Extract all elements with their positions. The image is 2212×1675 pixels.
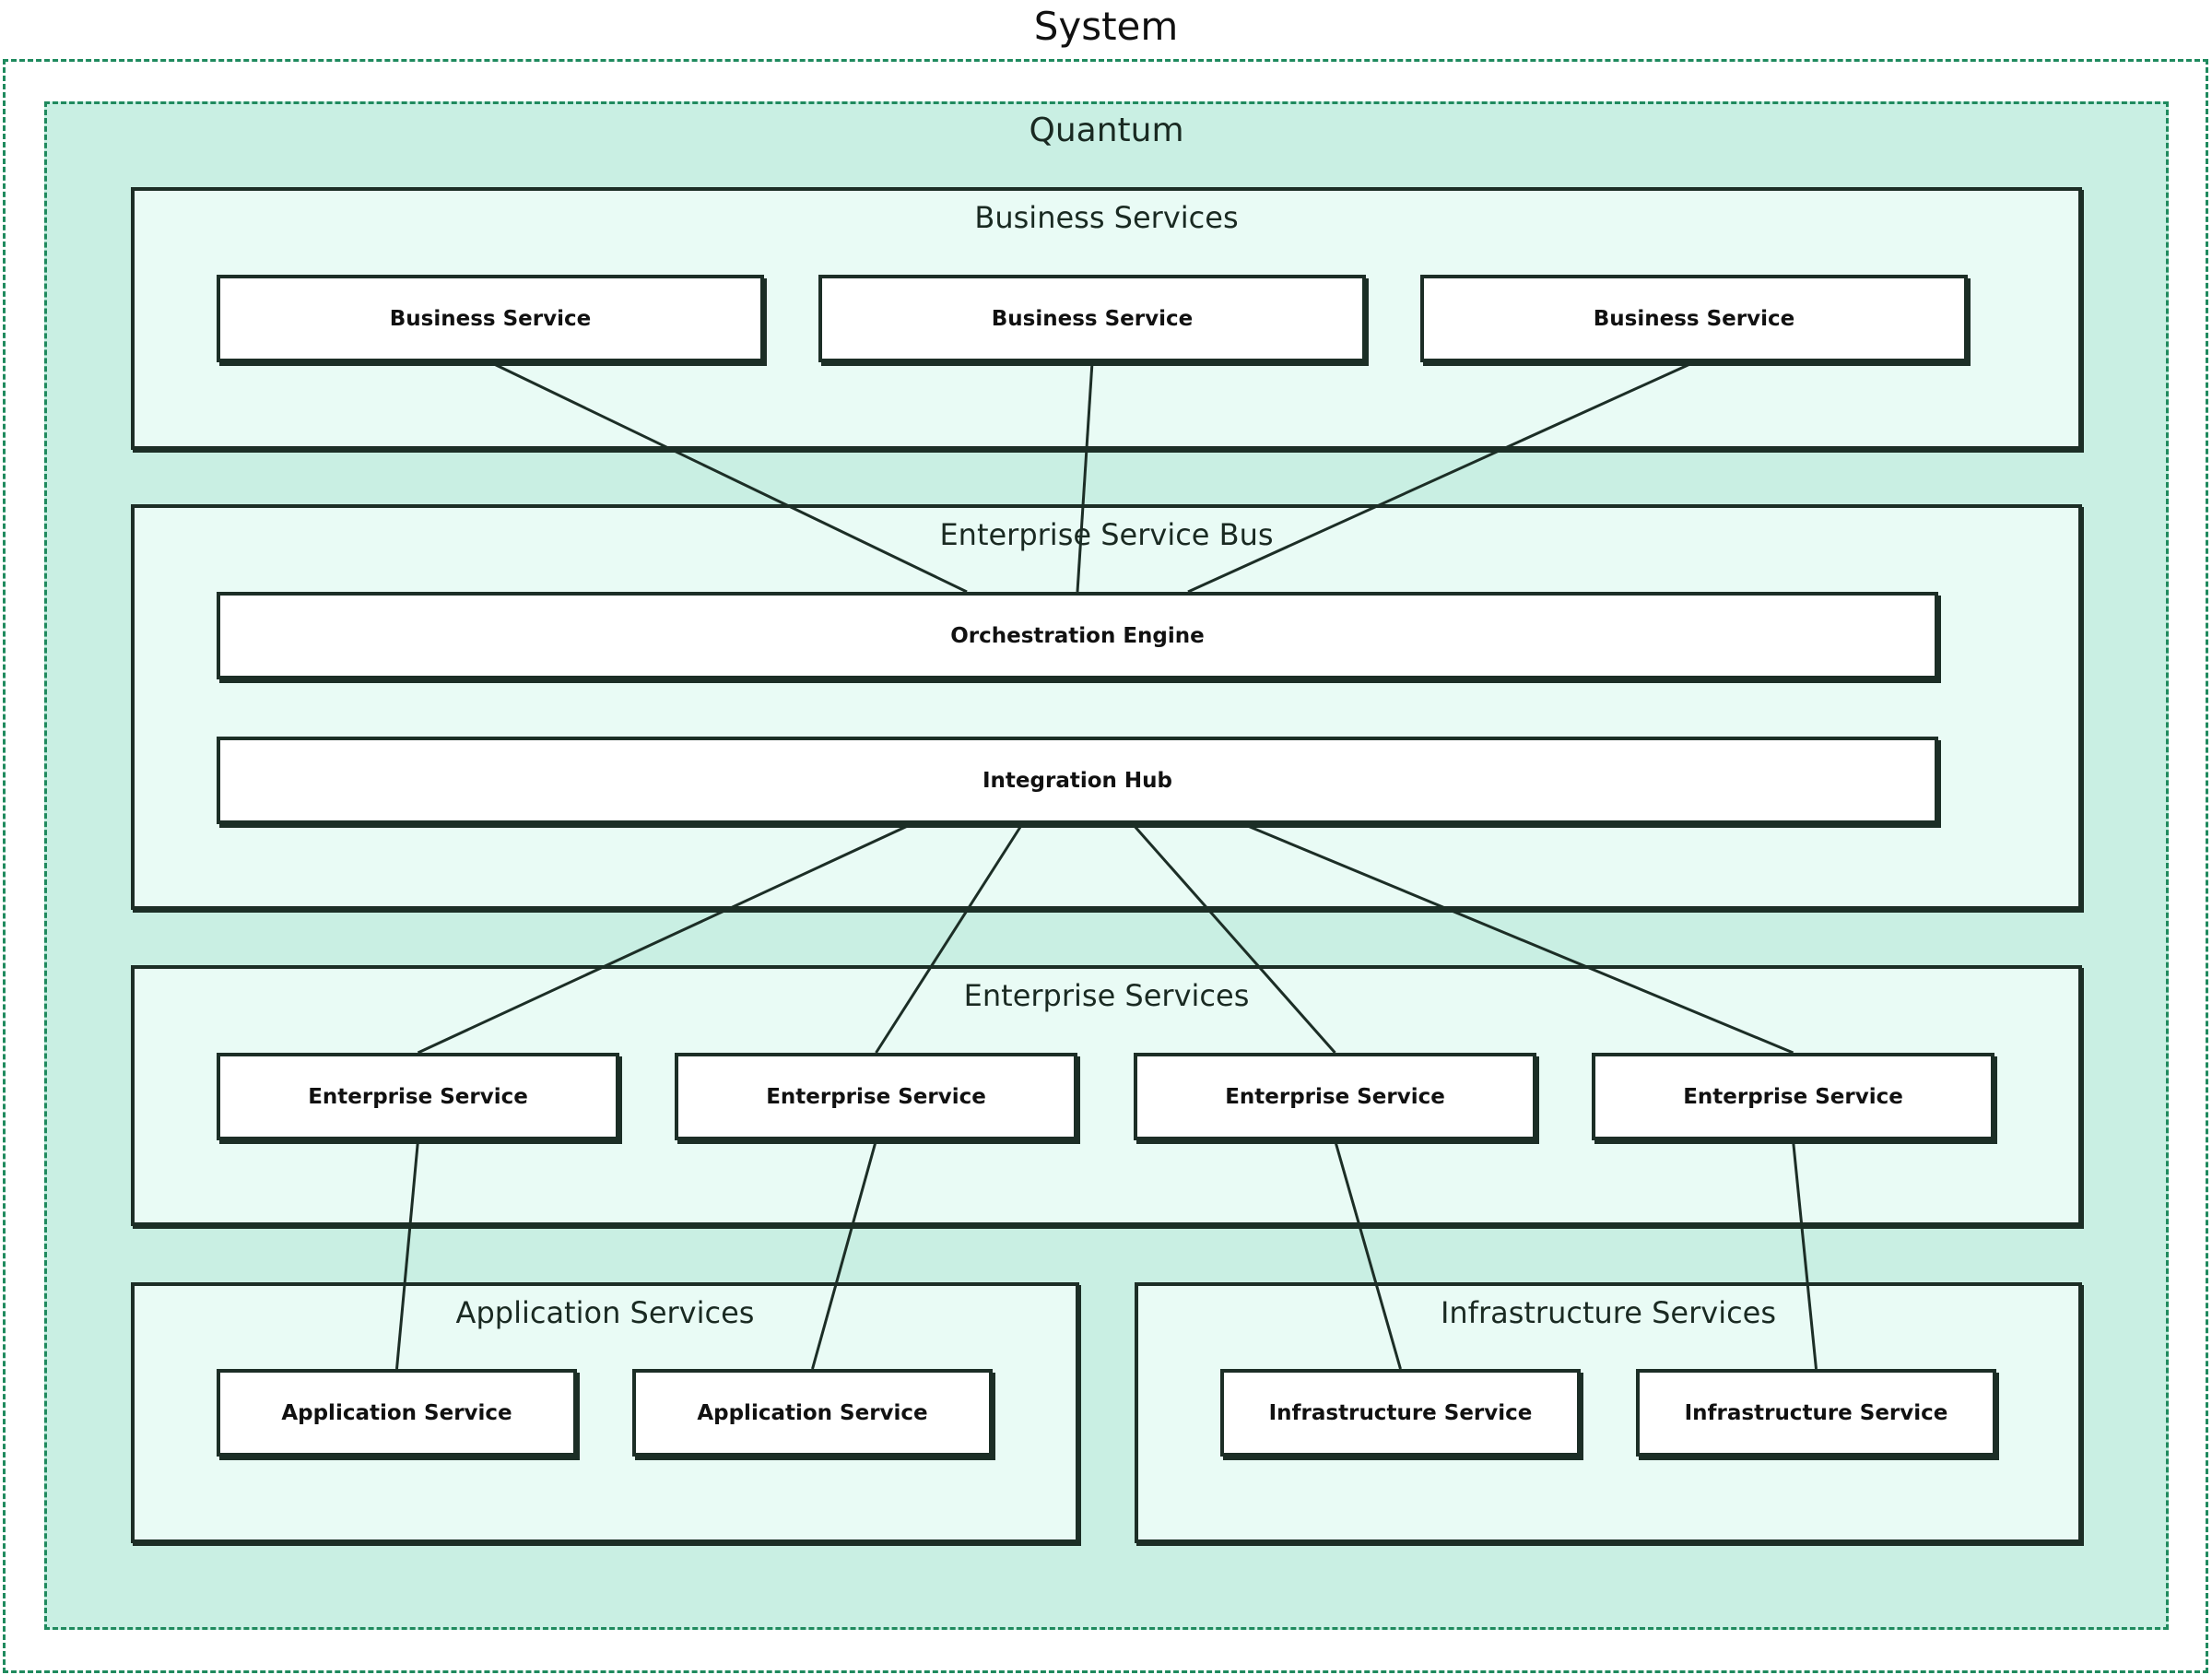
node-orchestration-engine[interactable]: Orchestration Engine xyxy=(217,592,1938,679)
layer-business-services-title: Business Services xyxy=(974,200,1239,235)
node-label: Integration Hub xyxy=(982,768,1172,793)
node-infrastructure-service-1[interactable]: Infrastructure Service xyxy=(1220,1369,1581,1457)
node-label: Enterprise Service xyxy=(308,1084,528,1109)
node-enterprise-service-2[interactable]: Enterprise Service xyxy=(675,1053,1077,1140)
node-business-service-1[interactable]: Business Service xyxy=(217,275,764,362)
node-label: Application Service xyxy=(281,1400,512,1425)
node-label: Enterprise Service xyxy=(766,1084,986,1109)
node-label: Infrastructure Service xyxy=(1268,1400,1533,1425)
system-title-text: System xyxy=(1033,4,1179,49)
node-label: Infrastructure Service xyxy=(1684,1400,1948,1425)
quantum-title: Quantum xyxy=(1029,112,1184,149)
node-enterprise-service-3[interactable]: Enterprise Service xyxy=(1134,1053,1536,1140)
node-enterprise-service-4[interactable]: Enterprise Service xyxy=(1592,1053,1994,1140)
node-label: Business Service xyxy=(389,306,592,331)
layer-application-services-title: Application Services xyxy=(455,1295,755,1330)
node-label: Application Service xyxy=(697,1400,928,1425)
layer-enterprise-service-bus: Enterprise Service Bus xyxy=(131,504,2082,910)
node-application-service-1[interactable]: Application Service xyxy=(217,1369,577,1457)
layer-enterprise-services-title: Enterprise Services xyxy=(963,978,1250,1013)
node-label: Enterprise Service xyxy=(1225,1084,1445,1109)
node-business-service-3[interactable]: Business Service xyxy=(1420,275,1968,362)
layer-infrastructure-services-title: Infrastructure Services xyxy=(1440,1295,1777,1330)
node-label: Business Service xyxy=(991,306,1194,331)
node-infrastructure-service-2[interactable]: Infrastructure Service xyxy=(1636,1369,1996,1457)
system-title: System xyxy=(0,0,2212,55)
node-business-service-2[interactable]: Business Service xyxy=(818,275,1366,362)
node-label: Enterprise Service xyxy=(1683,1084,1903,1109)
node-integration-hub[interactable]: Integration Hub xyxy=(217,737,1938,824)
node-label: Business Service xyxy=(1593,306,1795,331)
node-label: Orchestration Engine xyxy=(950,623,1205,648)
node-application-service-2[interactable]: Application Service xyxy=(632,1369,993,1457)
node-enterprise-service-1[interactable]: Enterprise Service xyxy=(217,1053,619,1140)
layer-enterprise-service-bus-title: Enterprise Service Bus xyxy=(939,517,1274,552)
